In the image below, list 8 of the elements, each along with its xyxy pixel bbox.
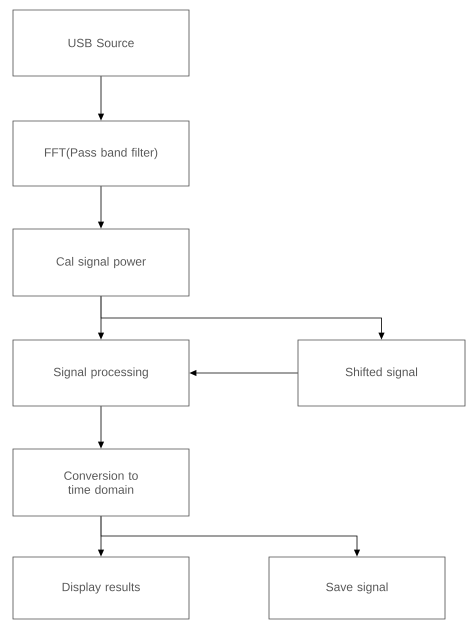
process-box: FFT(Pass band filter) [12,120,190,186]
process-box: Shifted signal [298,340,466,406]
process-box: Conversion to time domain [12,448,190,516]
process-box: Display results [12,556,190,620]
process-box: Save signal [268,556,446,620]
process-box: Cal signal power [12,228,190,296]
process-box: USB Source [12,10,190,76]
process-box: Signal processing [12,340,190,406]
